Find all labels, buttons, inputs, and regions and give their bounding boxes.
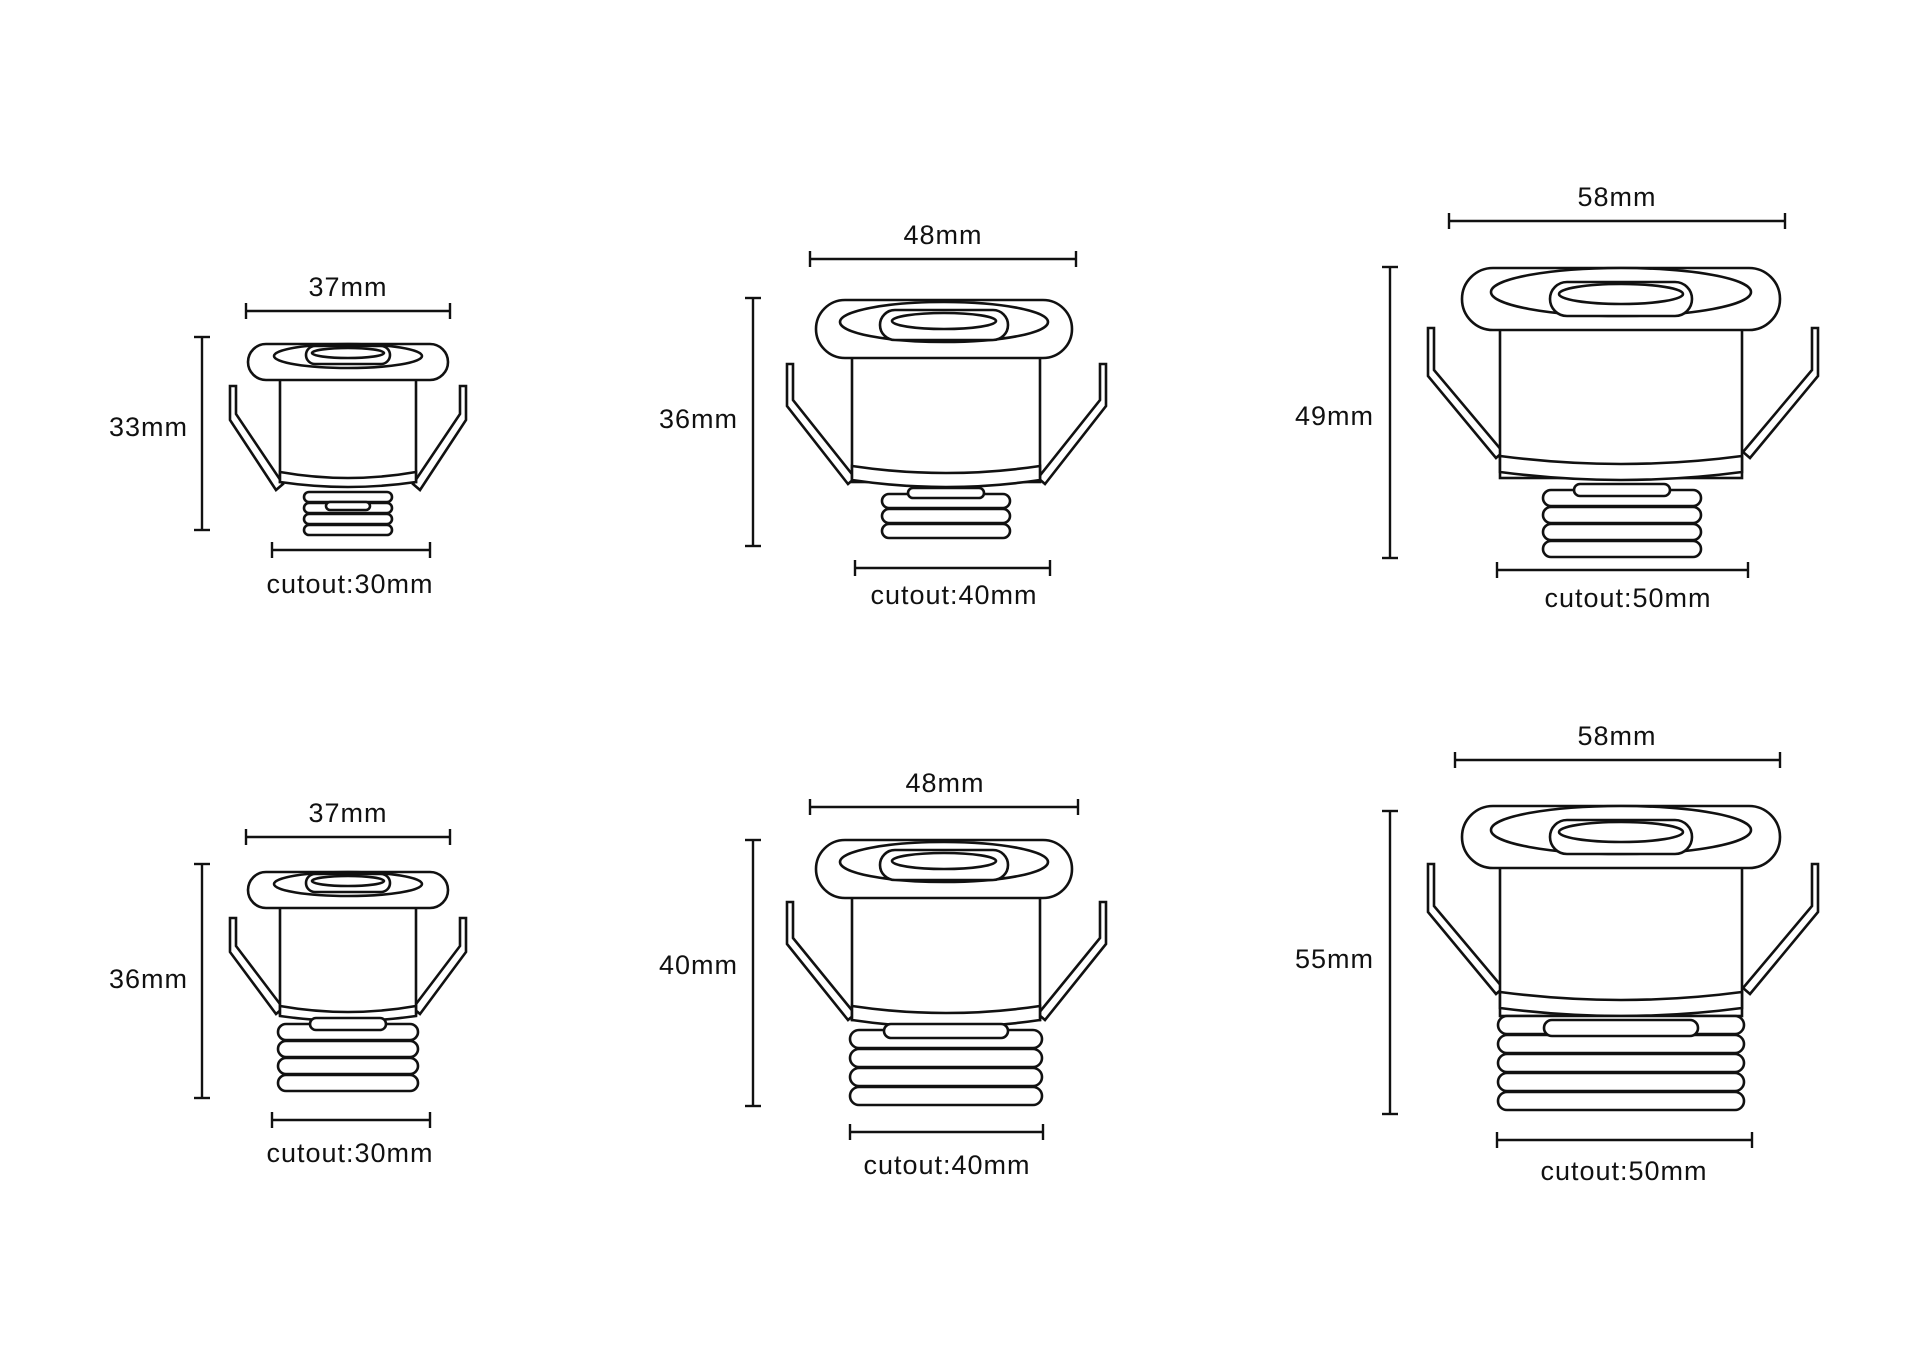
fixture-drawing (1426, 804, 1820, 1112)
fixture-drawing (228, 342, 468, 537)
width-label: 58mm (1577, 182, 1656, 212)
spotlight-variant-6: 58mm 55mm cutout:50mm (1295, 721, 1820, 1186)
spotlight-variant-4: 37mm 36mm cutout:30mm (109, 798, 468, 1168)
spotlight-variant-1: 37mm 33mm cutout:30mm (109, 272, 468, 599)
height-label: 49mm (1295, 401, 1374, 431)
cutout-label: cutout:40mm (863, 1150, 1030, 1180)
height-label: 55mm (1295, 944, 1374, 974)
width-label: 48mm (903, 220, 982, 250)
fixture-drawing (228, 870, 468, 1093)
cutout-label: cutout:30mm (266, 1138, 433, 1168)
height-label: 36mm (659, 404, 738, 434)
width-label: 58mm (1577, 721, 1656, 751)
fixture-drawing (1426, 266, 1820, 559)
width-label: 37mm (308, 798, 387, 828)
cutout-label: cutout:40mm (870, 580, 1037, 610)
spotlight-variant-2: 48mm 36mm cutout:40mm (659, 220, 1108, 610)
cutout-label: cutout:30mm (266, 569, 433, 599)
fixture-drawing (785, 298, 1108, 540)
height-label: 33mm (109, 412, 188, 442)
width-label: 48mm (905, 768, 984, 798)
spotlight-variant-3: 58mm 49mm cutout:50mm (1295, 182, 1820, 613)
cutout-label: cutout:50mm (1540, 1156, 1707, 1186)
spotlight-variant-5: 48mm 40mm cutout:40mm (659, 768, 1108, 1180)
height-label: 36mm (109, 964, 188, 994)
fixture-drawing (785, 838, 1108, 1107)
width-label: 37mm (308, 272, 387, 302)
height-label: 40mm (659, 950, 738, 980)
cutout-label: cutout:50mm (1544, 583, 1711, 613)
